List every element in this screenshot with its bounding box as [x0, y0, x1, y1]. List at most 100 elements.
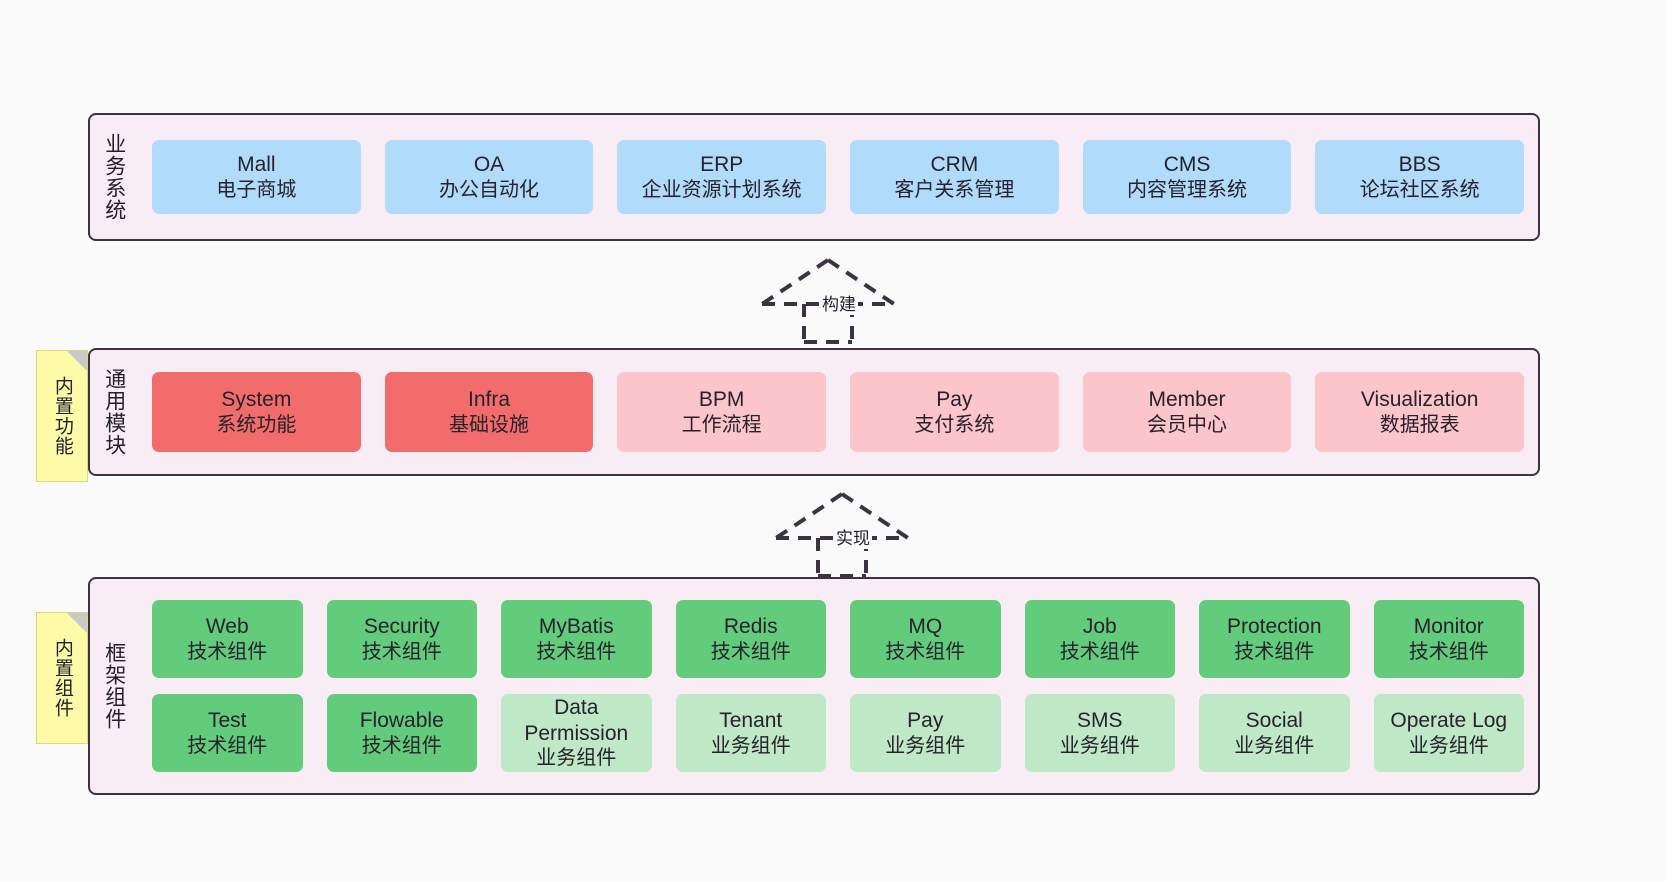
layer-body-modules: System 系统功能 Infra 基础设施 BPM 工作流程 Pay 支付系统… [138, 350, 1538, 474]
connector-build: 构建 [758, 258, 898, 344]
card-title-en: Monitor [1413, 615, 1484, 638]
card-title-cn: 数据报表 [1379, 413, 1460, 436]
card-title-en: Security [363, 615, 440, 638]
card-bpm[interactable]: BPM 工作流程 [617, 372, 827, 452]
card-title-cn: 业务组件 [1059, 734, 1140, 757]
layer-title-modules: 通用模块 [102, 368, 126, 456]
note-builtin-functions: 内置功能 [36, 350, 88, 482]
card-title-en: CRM [930, 153, 979, 176]
card-title-cn: 业务组件 [1234, 734, 1315, 757]
card-pay-component[interactable]: Pay 业务组件 [850, 694, 1001, 772]
card-crm[interactable]: CRM 客户关系管理 [850, 140, 1059, 214]
card-member[interactable]: Member 会员中心 [1082, 372, 1292, 452]
layer-title-framework: 框架组件 [102, 642, 126, 730]
note-fold-corner-icon [67, 351, 87, 371]
card-monitor[interactable]: Monitor 技术组件 [1373, 600, 1524, 678]
card-bbs[interactable]: BBS 论坛社区系统 [1315, 140, 1525, 214]
card-row: Test 技术组件 Flowable 技术组件 Data Permission … [152, 694, 1524, 772]
card-title-en: Redis [723, 615, 778, 638]
card-title-cn: 系统功能 [216, 413, 297, 436]
card-title-cn: 会员中心 [1147, 413, 1228, 436]
card-sms[interactable]: SMS 业务组件 [1024, 694, 1175, 772]
card-mq[interactable]: MQ 技术组件 [850, 600, 1001, 678]
card-visualization[interactable]: Visualization 数据报表 [1315, 372, 1525, 452]
card-row: Mall 电子商城 OA 办公自动化 ERP 企业资源计划系统 CRM 客户关系… [152, 140, 1525, 214]
card-title-cn: 技术组件 [536, 640, 617, 663]
layer-common-modules: 通用模块 System 系统功能 Infra 基础设施 BPM 工作流程 Pay… [88, 348, 1540, 476]
card-title-en: Job [1082, 615, 1117, 638]
card-title-cn: 技术组件 [187, 640, 268, 663]
card-protection[interactable]: Protection 技术组件 [1199, 600, 1350, 678]
card-job[interactable]: Job 技术组件 [1024, 600, 1175, 678]
note-builtin-components: 内置组件 [36, 612, 88, 744]
note-fold-corner-icon [67, 613, 87, 633]
card-social[interactable]: Social 业务组件 [1199, 694, 1350, 772]
card-title-cn: 业务组件 [710, 734, 791, 757]
card-title-cn: 技术组件 [187, 734, 268, 757]
card-title-cn: 论坛社区系统 [1359, 178, 1480, 201]
card-pay[interactable]: Pay 支付系统 [850, 372, 1059, 452]
card-title-en: Social [1245, 709, 1303, 732]
card-tenant[interactable]: Tenant 业务组件 [675, 694, 826, 772]
card-title-cn: 技术组件 [361, 640, 442, 663]
card-title-cn: 技术组件 [1234, 640, 1315, 663]
connector-implement: 实现 [772, 492, 912, 578]
card-data-permission[interactable]: Data Permission 业务组件 [501, 694, 652, 772]
card-title-cn: 技术组件 [361, 734, 442, 757]
card-title-cn: 办公自动化 [439, 178, 539, 201]
card-mybatis[interactable]: MyBatis 技术组件 [501, 600, 652, 678]
card-title-en: Tenant [719, 709, 783, 732]
layer-framework-components: 框架组件 Web 技术组件 Security 技术组件 MyBatis 技术组件… [88, 577, 1540, 795]
card-title-en: OA [473, 153, 505, 176]
card-title-cn: 电子商城 [216, 178, 297, 201]
connector-label-implement: 实现 [834, 524, 872, 549]
card-erp[interactable]: ERP 企业资源计划系统 [617, 140, 827, 214]
card-title-en: MQ [908, 615, 943, 638]
card-title-cn: 基础设施 [449, 413, 529, 436]
card-title-en: Member [1148, 388, 1226, 411]
card-row: System 系统功能 Infra 基础设施 BPM 工作流程 Pay 支付系统… [152, 372, 1525, 452]
layer-body-framework: Web 技术组件 Security 技术组件 MyBatis 技术组件 Redi… [138, 579, 1538, 793]
card-test[interactable]: Test 技术组件 [152, 694, 303, 772]
card-security[interactable]: Security 技术组件 [326, 600, 477, 678]
card-title-en: Data Permission [524, 696, 629, 745]
card-oa[interactable]: OA 办公自动化 [384, 140, 594, 214]
card-title-cn: 技术组件 [1408, 640, 1489, 663]
card-cms[interactable]: CMS 内容管理系统 [1082, 140, 1292, 214]
layer-business-systems: 业务系统 Mall 电子商城 OA 办公自动化 ERP 企业资源计划系统 CRM… [88, 113, 1540, 241]
card-web[interactable]: Web 技术组件 [152, 600, 303, 678]
card-title-cn: 技术组件 [710, 640, 791, 663]
note-label: 内置组件 [51, 638, 73, 718]
card-title-en: Pay [936, 388, 973, 411]
card-title-en: CMS [1163, 153, 1211, 176]
card-title-cn: 业务组件 [885, 734, 966, 757]
card-title-cn: 业务组件 [1408, 734, 1489, 757]
card-title-en: BPM [698, 388, 745, 411]
card-title-cn: 客户关系管理 [894, 178, 1015, 201]
layer-title-business: 业务系统 [102, 133, 126, 221]
card-title-cn: 内容管理系统 [1127, 178, 1248, 201]
card-title-en: Visualization [1360, 388, 1479, 411]
card-title-cn: 支付系统 [914, 413, 995, 436]
card-title-en: Test [207, 709, 247, 732]
note-label: 内置功能 [51, 376, 73, 456]
card-title-en: ERP [700, 153, 744, 176]
card-flowable[interactable]: Flowable 技术组件 [326, 694, 477, 772]
card-infra[interactable]: Infra 基础设施 [384, 372, 594, 452]
card-title-cn: 业务组件 [536, 747, 617, 770]
card-title-en: BBS [1398, 153, 1441, 176]
card-title-en: Protection [1226, 615, 1322, 638]
card-title-en: Web [205, 615, 249, 638]
card-redis[interactable]: Redis 技术组件 [675, 600, 826, 678]
card-title-en: Pay [907, 709, 944, 732]
card-title-cn: 企业资源计划系统 [641, 178, 802, 201]
card-row: Web 技术组件 Security 技术组件 MyBatis 技术组件 Redi… [152, 600, 1524, 678]
card-operate-log[interactable]: Operate Log 业务组件 [1373, 694, 1524, 772]
card-title-en: Infra [467, 388, 511, 411]
card-title-cn: 技术组件 [885, 640, 966, 663]
card-title-en: Mall [237, 153, 276, 176]
layer-body-business: Mall 电子商城 OA 办公自动化 ERP 企业资源计划系统 CRM 客户关系… [138, 115, 1538, 239]
card-system[interactable]: System 系统功能 [152, 372, 361, 452]
card-mall[interactable]: Mall 电子商城 [152, 140, 361, 214]
